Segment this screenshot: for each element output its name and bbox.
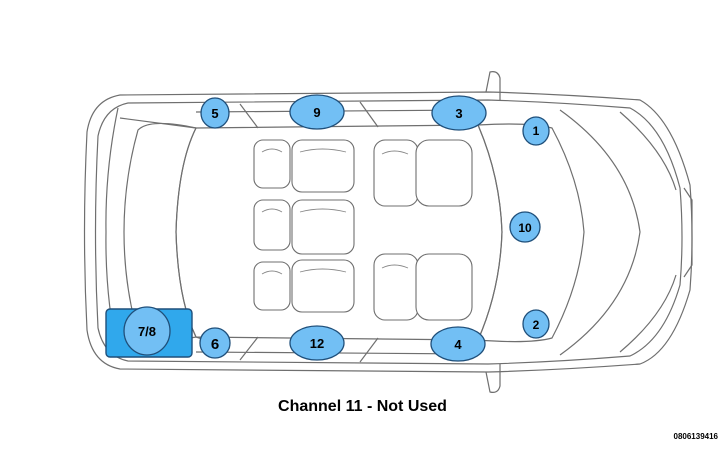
seats [253,139,473,321]
speaker-3: 3 [431,95,487,131]
third-row-seat-right [253,261,291,311]
third-row-seat-left [253,139,291,189]
front-seat-left-cushion [415,139,473,207]
speaker-2: 2 [522,309,550,339]
front-seat-left-back [373,139,419,207]
speaker-5: 5 [200,97,230,129]
speaker-1-label: 1 [533,124,540,138]
speaker-7-8-label: 7/8 [138,324,156,339]
speaker-4-label: 4 [454,337,462,352]
front-seat-right-back [373,253,419,321]
front-seat-right-cushion [415,253,473,321]
speaker-10: 10 [509,211,541,243]
second-row-seat-left [291,139,355,193]
figure-code: 0806139416 [673,432,719,441]
speaker-1: 1 [522,116,550,146]
speaker-3-label: 3 [455,106,462,121]
diagram-caption: Channel 11 - Not Used [278,398,447,415]
speaker-9-label: 9 [313,105,320,120]
speaker-5-label: 5 [211,106,218,121]
speaker-12: 12 [289,325,345,361]
speaker-4: 4 [430,326,486,362]
speaker-6-label: 6 [211,336,219,353]
speaker-7-8: 7/8 [123,306,171,356]
third-row-seat-center [253,199,291,251]
second-row-seat-center [291,199,355,255]
speaker-12-label: 12 [310,336,324,351]
speaker-9: 9 [289,94,345,130]
speaker-6: 6 [199,327,231,359]
speaker-10-label: 10 [518,221,532,235]
speaker-2-label: 2 [533,318,540,332]
second-row-seat-right [291,259,355,313]
